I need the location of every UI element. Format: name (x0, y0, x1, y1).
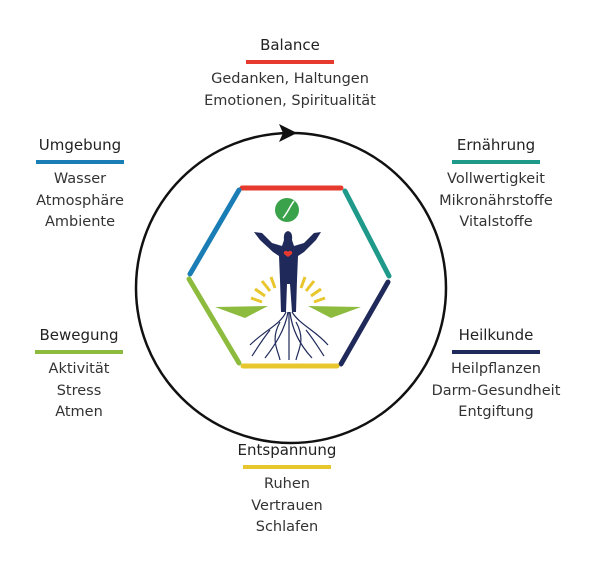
hex-side-ernaehrung (342, 188, 392, 279)
group-title: Heilkunde (458, 326, 534, 344)
human-figure (254, 231, 321, 312)
color-bar (35, 350, 123, 354)
hexagon (186, 185, 392, 369)
group-item: Aktivität (48, 361, 110, 377)
hex-side-heilkunde (338, 279, 391, 367)
group-ernaehrung: Ernährung Vollwertigkeit Mikronährstoffe… (406, 136, 586, 234)
group-item: Schlafen (255, 519, 319, 535)
group-item: Entgiftung (458, 404, 534, 420)
group-bewegung: Bewegung Aktivität Stress Atmen (0, 326, 169, 424)
color-bar (452, 350, 540, 354)
color-bar (36, 160, 124, 164)
hex-side-umgebung (187, 187, 242, 277)
group-title: Umgebung (38, 136, 122, 154)
group-item: Ambiente (45, 214, 115, 230)
logo-figure (215, 198, 361, 361)
group-entspannung: Entspannung Ruhen Vertrauen Schlafen (197, 441, 377, 539)
leaf-right (308, 306, 361, 318)
group-title: Bewegung (39, 326, 119, 344)
group-heilkunde: Heilkunde Heilpflanzen Darm-Gesundheit E… (406, 326, 586, 424)
group-item: Mikronährstoffe (439, 192, 553, 209)
group-item: Stress (56, 382, 102, 399)
group-item: Atmen (55, 404, 103, 420)
group-item: Ruhen (264, 476, 310, 492)
group-item: Wasser (53, 171, 107, 187)
cycle-arrow-icon (279, 124, 297, 142)
group-umgebung: Umgebung Wasser Atmosphäre Ambiente (0, 136, 170, 234)
group-item: Emotionen, Spiritualität (204, 92, 376, 109)
group-item: Gedanken, Haltungen (211, 71, 369, 87)
globe-icon (275, 198, 299, 222)
group-title: Ernährung (456, 136, 536, 154)
leaf-left (215, 306, 268, 318)
sun-rays (250, 276, 326, 304)
group-title: Balance (260, 36, 320, 54)
group-item: Vitalstoffe (459, 214, 533, 230)
color-bar (246, 60, 334, 64)
group-item: Vollwertigkeit (447, 171, 545, 187)
color-bar (452, 160, 540, 164)
roots (249, 311, 329, 361)
group-balance: Balance Gedanken, Haltungen Emotionen, S… (200, 36, 380, 112)
group-item: Heilpflanzen (450, 361, 542, 377)
group-item: Atmosphäre (36, 192, 124, 209)
hex-side-bewegung (186, 276, 242, 366)
heart-icon (283, 250, 293, 257)
group-title: Entspannung (237, 441, 337, 459)
color-bar (243, 465, 331, 469)
group-item: Darm-Gesundheit (431, 382, 561, 399)
group-item: Vertrauen (251, 497, 323, 514)
